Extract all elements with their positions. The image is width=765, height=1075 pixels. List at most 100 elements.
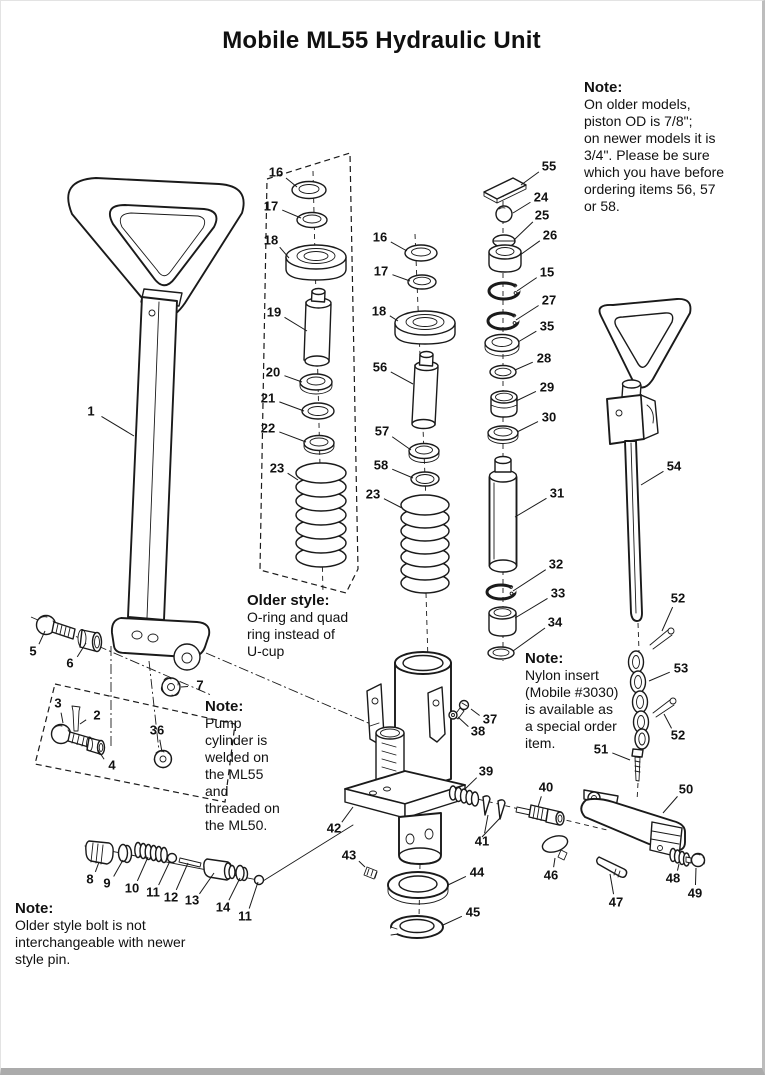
leader-line-15 [516,277,537,292]
callout-26: 26 [543,227,557,242]
older-style-piston-box [259,152,359,594]
pump-lower-cylinder [398,812,442,865]
part-52-cotter-pin-lower [652,697,677,718]
leader-line-57 [391,436,412,451]
leader-line-23 [287,472,299,481]
part-49-screw [685,852,706,868]
callout-11: 11 [238,908,252,923]
part-29-bushing [490,390,518,418]
callout-2: 2 [93,707,100,722]
leader-line-28 [514,361,533,371]
part-46-knob [541,835,569,861]
part-39-spring [448,785,480,807]
leader-line-45 [442,915,463,926]
callout-16: 16 [269,164,283,179]
part-36-nut [153,749,173,769]
note-older-style-seals-line: O-ring and quad [247,609,349,625]
leader-line-16 [285,177,298,188]
callout-55: 55 [542,158,556,173]
part-41-cones [481,795,506,838]
callout-22: 22 [261,420,275,435]
leader-line-19 [284,316,308,332]
part-18-cap [394,310,456,345]
leader-line-41 [484,814,489,834]
part-24-ball [495,205,513,223]
note-pump-cylinder-line: the ML55 [205,766,264,782]
callout-9: 9 [103,875,110,890]
leader-line-16 [390,241,408,252]
older-style-piston-parts [259,152,359,594]
leader-line-23 [383,498,403,509]
part-9-disc [117,843,133,864]
leader-line-58 [392,468,414,479]
note-nylon-insert-line: is available as [525,701,613,717]
leader-line-13 [199,872,215,895]
part-7-nut [160,677,181,697]
callout-46: 46 [544,867,558,882]
leader-line-3 [60,712,64,724]
callout-24: 24 [534,189,549,204]
callout-35: 35 [540,318,554,333]
leader-line-20 [284,375,303,383]
part-21-oring [301,402,335,420]
note-nylon-insert-heading: Note: [525,650,564,667]
leader-line-49 [694,867,697,886]
part-50-lever [580,789,686,858]
callout-54: 54 [667,458,682,473]
callout-47: 47 [609,894,623,909]
callout-18: 18 [372,303,386,318]
callout-36: 36 [150,722,164,737]
callout-33: 33 [551,585,565,600]
callout-21: 21 [261,390,275,405]
leader-line-33 [514,597,548,619]
callout-17: 17 [264,198,278,213]
leader-line-7 [180,685,189,688]
note-pump-cylinder-line: cylinder is [205,732,268,748]
callout-37: 37 [483,711,497,726]
part-40-valve-stem [515,804,565,826]
leader-line-12 [175,862,189,891]
leader-line-9 [113,859,124,877]
leader-line-17 [392,274,411,282]
leader-line-38 [457,716,469,727]
leader-line-11 [248,881,259,909]
part-10-spring [134,841,168,864]
leader-line-56 [390,371,414,385]
callout-3: 3 [54,695,61,710]
part-23-spring [400,494,450,594]
part-12-pin [178,857,202,868]
note-older-bolt-heading: Note: [15,900,54,917]
note-nylon-insert-line: a special order [525,718,617,734]
callout-7: 7 [196,677,203,692]
part-20-washer [299,373,333,395]
leader-line-52 [661,606,674,632]
callout-18: 18 [264,232,278,247]
note-older-bolt-line: Older style bolt is not [15,917,146,933]
callout-57: 57 [375,423,389,438]
callout-14: 14 [216,899,231,914]
leader-line-17 [282,209,302,219]
note-pump-cylinder-line: Pump [205,715,242,731]
part-8-plug [85,840,114,865]
leader-line-30 [516,421,539,433]
callout-49: 49 [688,885,702,900]
callout-43: 43 [342,847,356,862]
note-older-bolt-line: interchangeable with newer [15,934,186,950]
part-51-bolt [631,748,644,782]
note-older-style-seals-line: ring instead of [247,626,335,642]
note-older-style-seals-heading: Older style: [247,592,330,609]
leader-line-36 [159,739,163,753]
callout-25: 25 [535,207,549,222]
callout-44: 44 [470,864,485,879]
leader-line-21 [279,401,305,412]
callout-17: 17 [374,263,388,278]
part-16-washer-old [291,180,327,200]
valve-parts-row [85,840,265,886]
note-pump-cylinder-line: welded on [205,749,269,765]
callout-5: 5 [29,643,36,658]
part-57-washer [408,442,440,463]
note-nylon-insert-line: Nylon insert [525,667,599,683]
leader-line-43 [358,860,366,868]
